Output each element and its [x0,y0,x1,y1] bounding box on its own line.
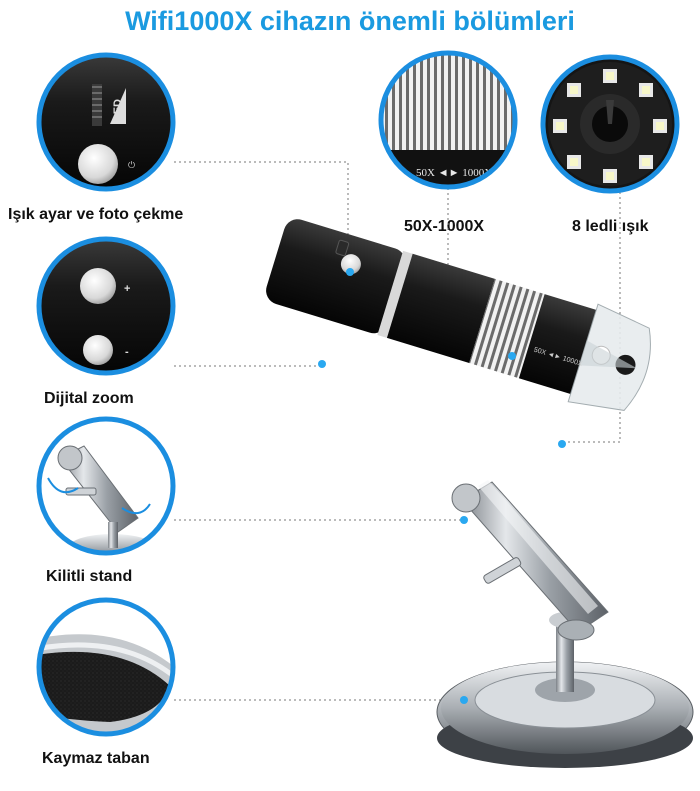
feature-label-magnification: 50X-1000X [404,218,485,235]
led-label: LED [112,99,124,121]
feature-label-light-photo: Işık ayar ve foto çekme [8,206,184,223]
feature-label-digital-zoom: Dijital zoom [44,390,134,407]
microscope-body: 50X ◄► 1000X [266,219,651,704]
zoom-minus-label: - [125,346,129,358]
detail-digital-zoom: + - [36,236,176,376]
detail-locked-stand [36,416,176,556]
feature-label-nonslip-base: Kaymaz taban [42,750,150,767]
zoom-plus-label: + [124,283,130,295]
power-camera-icon: ⏻ [128,160,135,171]
detail-led-lights [540,54,680,194]
zoom-scale-text: 50X ◄► 1000X [416,167,492,179]
detail-magnification: 50X ◄► 1000X [378,50,518,190]
stand [436,480,694,768]
detail-light-photo: ⏻ LED [36,52,176,192]
feature-label-locked-stand: Kilitli stand [46,568,133,585]
page-title: Wifi1000X cihazın önemli bölümleri [125,6,575,36]
detail-nonslip-base [36,597,176,737]
feature-label-led-light: 8 ledli ışık [572,218,649,235]
led-icons [553,69,667,183]
